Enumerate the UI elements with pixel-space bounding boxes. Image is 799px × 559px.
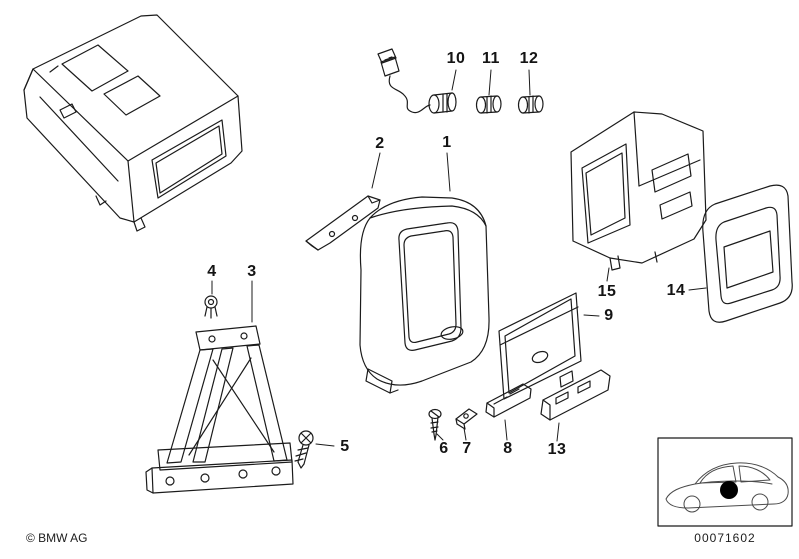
screw-6-drawing	[428, 408, 442, 441]
bracket-8-drawing	[485, 383, 532, 418]
part-number: 00071602	[694, 531, 756, 545]
bracket-13-drawing	[540, 369, 611, 421]
socket-11-drawing	[475, 95, 502, 114]
callout-11: 11	[482, 50, 500, 67]
rear-housing-drawing	[359, 196, 490, 394]
center-console-drawing	[23, 14, 243, 232]
callout-14: 14	[666, 282, 686, 299]
callout-4: 4	[207, 263, 217, 280]
callout-8: 8	[503, 440, 513, 457]
copyright-text: © BMW AG	[26, 531, 88, 545]
callout-15: 15	[597, 283, 617, 300]
leader-lines	[211, 69, 707, 447]
vehicle-reference-box	[657, 437, 793, 527]
callout-6: 6	[439, 440, 449, 457]
cable-plug-drawing	[377, 48, 431, 114]
callout-5: 5	[340, 438, 350, 455]
trim-strip-drawing	[305, 195, 381, 251]
callout-10: 10	[446, 50, 466, 67]
location-dot	[720, 481, 738, 499]
callout-13: 13	[547, 441, 567, 458]
callout-1: 1	[442, 134, 452, 151]
bezel-frame-drawing	[702, 184, 793, 323]
rear-shell-drawing	[570, 111, 707, 271]
flap-drawing	[498, 292, 582, 400]
car-icon	[665, 462, 789, 513]
support-frame-drawing	[145, 325, 294, 494]
socket-10-drawing	[428, 92, 457, 114]
callout-7: 7	[462, 440, 472, 457]
callout-2: 2	[375, 135, 385, 152]
screw-5-drawing	[294, 430, 314, 469]
callout-3: 3	[247, 263, 257, 280]
socket-12-drawing	[517, 95, 544, 114]
callout-12: 12	[519, 50, 539, 67]
grommet-drawing	[204, 295, 218, 319]
callout-9: 9	[604, 307, 614, 324]
clip-drawing	[455, 408, 478, 430]
